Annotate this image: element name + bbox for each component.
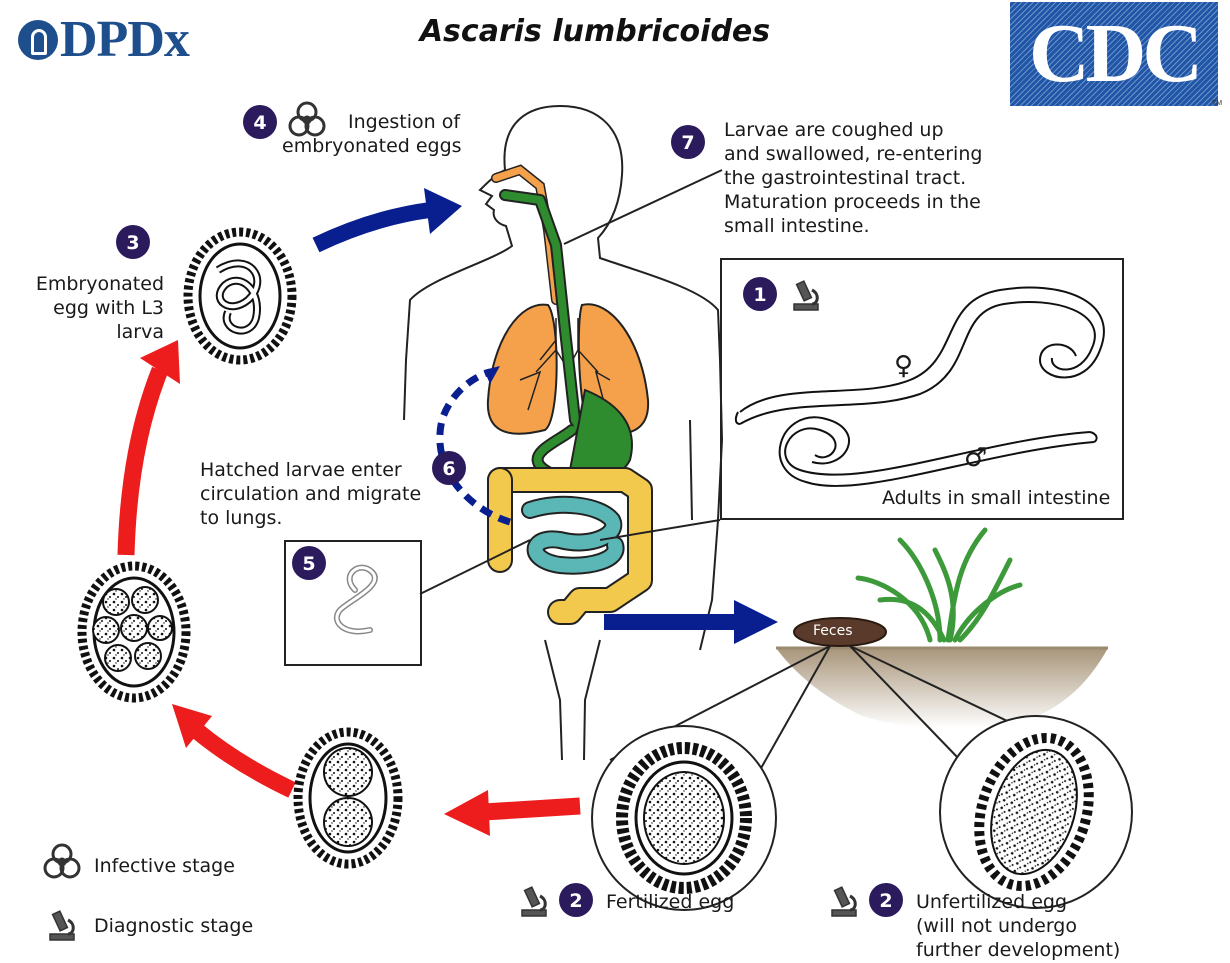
legend-diagnostic: Diagnostic stage [94,914,253,938]
small-intestine [530,505,616,566]
stage-3-caption-line-3: larva [12,320,164,344]
unfertilized-egg-view [940,716,1132,908]
stage-2a-caption: Fertilized egg [606,890,734,914]
stage-4-caption-line-1: Ingestion of [348,110,460,134]
stage-4-caption-line-2: embryonated eggs [282,134,462,158]
soil [776,648,1108,728]
adults-box [720,258,1124,520]
female-symbol: ♀ [894,354,913,378]
fertilized-egg-view [592,726,776,910]
stage-7-caption-line-4: Maturation proceeds in the [724,190,981,214]
stage-7-caption-line-5: small intestine. [724,214,870,238]
arrow-to-feces [604,600,778,644]
stage-1-caption: Adults in small intestine [882,486,1110,510]
stage-6-caption-line-3: to lungs. [200,506,282,530]
feces-label: Feces [813,622,853,640]
egg-two-cell [298,732,398,864]
egg-multicell [82,566,186,698]
stage-7-caption-line-3: the gastrointestinal tract. [724,166,966,190]
stage-2b-caption-line-2: (will not undergo [916,914,1077,938]
stage-3-caption-line-1: Embryonated [12,272,164,296]
egg-embryonated [188,232,292,360]
larva-box [284,540,422,666]
stage-3-caption-line-2: egg with L3 [12,296,164,320]
arrow-to-mouth [316,188,462,245]
grass [858,530,1020,640]
stage-2b-caption-line-1: Unfertilized egg [916,890,1067,914]
stage-6-caption-line-2: circulation and migrate [200,482,421,506]
stage-7-caption-line-2: and swallowed, re-entering [724,142,982,166]
stage-6-caption-line-1: Hatched larvae enter [200,458,402,482]
stage-2b-caption-line-3: further development) [916,938,1120,962]
legend-infective: Infective stage [94,854,235,878]
stage-7-caption-line-1: Larvae are coughed up [724,118,944,142]
male-symbol: ♂ [964,446,987,470]
